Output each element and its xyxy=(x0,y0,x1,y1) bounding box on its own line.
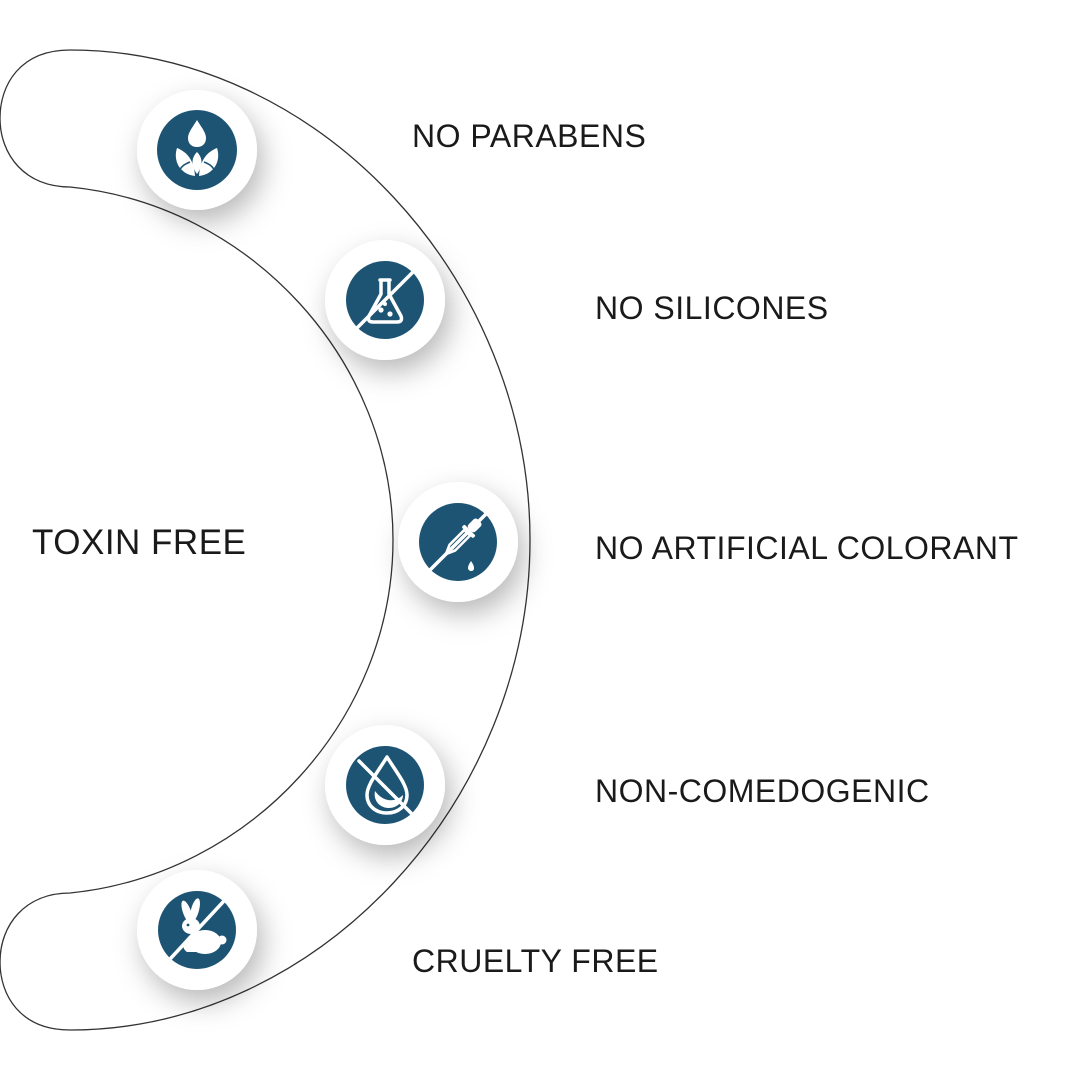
badge-cruelty-free xyxy=(137,870,257,990)
no-flask-icon xyxy=(355,270,415,330)
no-oil-drop-icon xyxy=(357,755,413,815)
center-title: TOXIN FREE xyxy=(32,523,247,562)
badge-no-artificial-colorant xyxy=(398,482,518,602)
feature-label-non-comedogenic: NON-COMEDOGENIC xyxy=(595,773,930,809)
no-rabbit-icon xyxy=(169,898,227,960)
badge-no-parabens xyxy=(137,90,257,210)
feature-label-no-parabens: NO PARABENS xyxy=(412,118,647,154)
no-dropper-icon xyxy=(428,512,488,572)
feature-label-cruelty-free: CRUELTY FREE xyxy=(412,943,659,979)
badge-no-silicones xyxy=(325,240,445,360)
leaf-drop-icon xyxy=(175,120,219,176)
badge-non-comedogenic xyxy=(325,725,445,845)
feature-label-no-silicones: NO SILICONES xyxy=(595,290,829,326)
feature-label-no-artificial-colorant: NO ARTIFICIAL COLORANT xyxy=(595,530,1019,566)
